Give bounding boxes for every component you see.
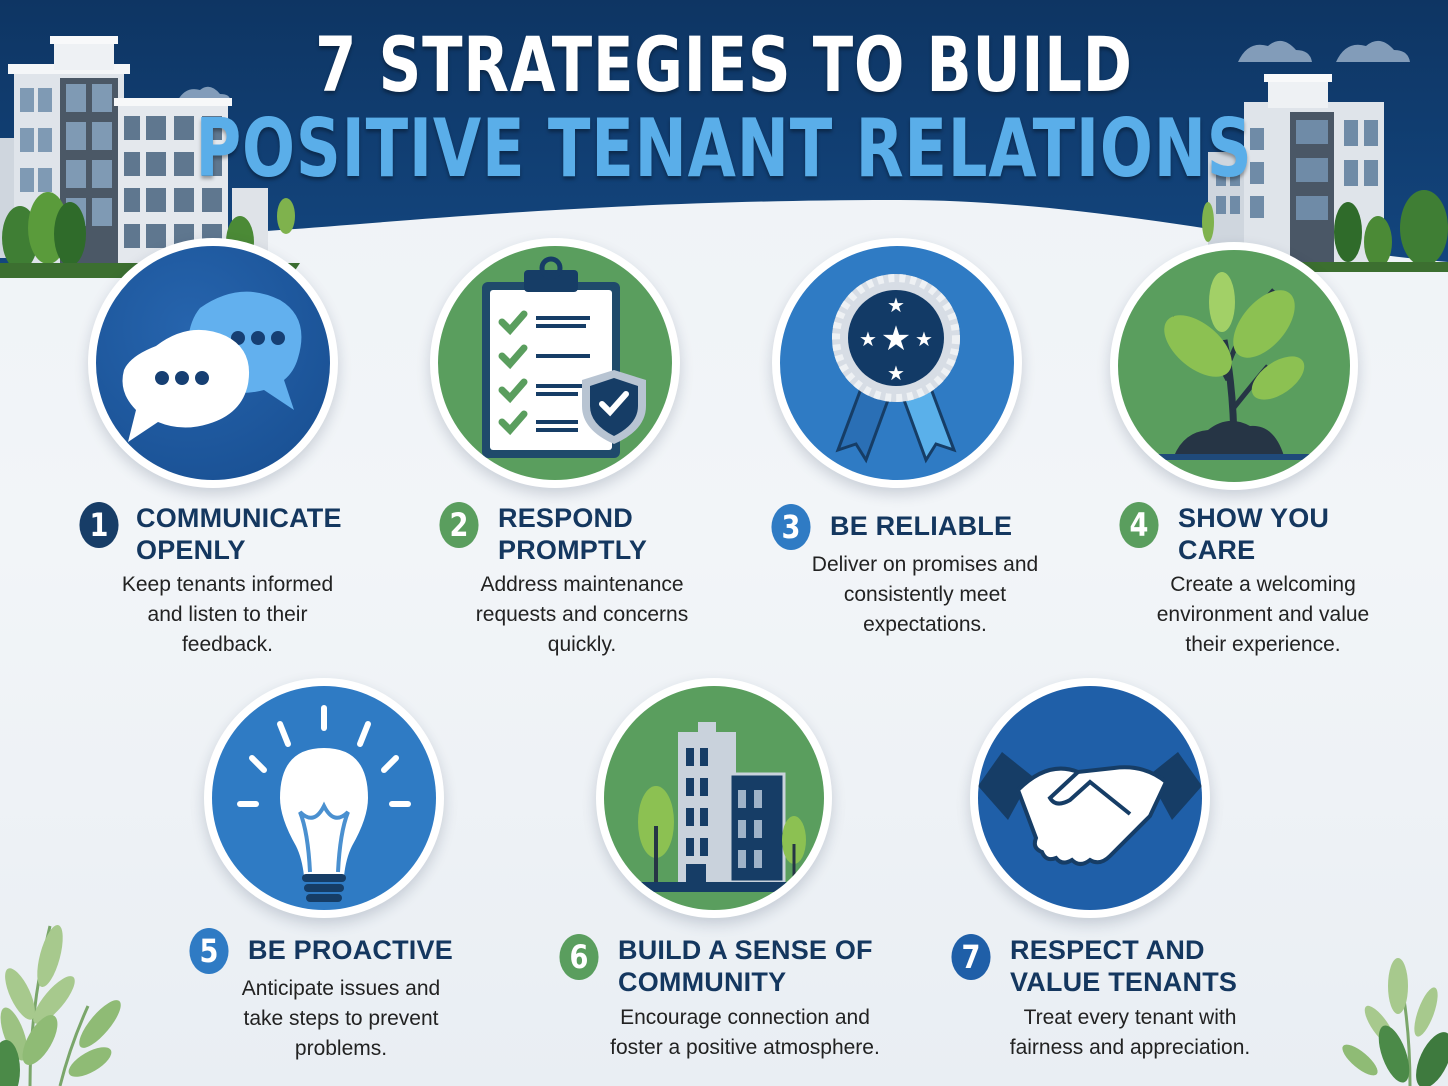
strategy-1-icon-badge: [88, 238, 338, 488]
strategy-5-description: Anticipate issues and take steps to prev…: [241, 977, 441, 1060]
strategy-7-title-line-2: VALUE TENANTS: [1010, 967, 1238, 997]
svg-text:★: ★: [887, 361, 905, 385]
strategy-5-heading: 5 BE PROACTIVE: [186, 928, 453, 974]
title-line-1: 7 STRATEGIES TO BUILD: [315, 20, 1133, 109]
strategy-1-description: Keep tenants informed and listen to thei…: [121, 573, 334, 656]
leaf-sprig-right-decoration: [1342, 958, 1448, 1086]
clipboard-checklist-shield-icon: [482, 256, 646, 458]
strategy-3-description: Deliver on promises and consistently mee…: [811, 553, 1039, 636]
strategy-7-number: 7: [951, 934, 991, 980]
svg-text:★: ★: [859, 327, 877, 351]
strategy-4-title-line-1: SHOW YOU: [1178, 503, 1330, 533]
svg-text:★: ★: [915, 327, 933, 351]
strategy-5-number: 5: [189, 928, 229, 974]
lightbulb-icon: [237, 705, 411, 902]
handshake-icon: [978, 752, 1202, 866]
strategy-7-description: Treat every tenant with fairness and app…: [1009, 1006, 1251, 1059]
strategy-4-icon-badge: [1110, 242, 1358, 490]
strategy-5-title-line-1: BE PROACTIVE: [248, 935, 453, 965]
sprout-plant-icon: [1158, 272, 1310, 460]
strategy-3-heading: 3 BE RELIABLE: [768, 504, 1012, 550]
strategy-7-icon-badge: [970, 678, 1210, 918]
chat-bubbles-icon: [122, 291, 302, 442]
strategy-4-title-line-2: CARE: [1178, 535, 1256, 565]
strategy-1-number: 1: [79, 502, 119, 548]
strategy-5-icon-badge: [204, 678, 444, 918]
strategy-2-number: 2: [439, 502, 479, 548]
strategy-6-title-line-1: BUILD A SENSE OF: [618, 935, 873, 965]
strategy-2-title-line-2: PROMPTLY: [498, 535, 648, 565]
strategy-2-icon-badge: [430, 238, 680, 488]
strategy-2-title-line-1: RESPOND: [498, 503, 633, 533]
title-line-2: POSITIVE TENANT RELATIONS: [195, 102, 1253, 195]
strategy-6-title-line-2: COMMUNITY: [618, 967, 787, 997]
strategy-4-number: 4: [1119, 502, 1159, 548]
strategy-3-number: 3: [771, 504, 811, 550]
strategy-4-description: Create a welcoming environment and value…: [1156, 573, 1370, 656]
leaf-sprig-left-decoration: [0, 924, 121, 1086]
strategy-7-heading: 7 RESPECT AND VALUE TENANTS: [948, 934, 1237, 998]
svg-text:★: ★: [887, 293, 905, 317]
strategy-7-title-line-1: RESPECT AND: [1010, 935, 1205, 965]
strategy-1-title-line-1: COMMUNICATE: [136, 503, 342, 533]
strategy-1-title-line-2: OPENLY: [136, 535, 246, 565]
strategy-1-heading: 1 COMMUNICATE OPENLY: [76, 502, 342, 566]
strategy-6-description: Encourage connection and foster a positi…: [610, 1006, 880, 1059]
svg-text:★: ★: [881, 319, 911, 359]
award-ribbon-icon: ★ ★ ★ ★ ★: [832, 274, 960, 464]
strategy-6-heading: 6 BUILD A SENSE OF COMMUNITY: [556, 934, 873, 998]
header-banner: [0, 0, 1448, 270]
strategy-3-icon-badge: ★ ★ ★ ★ ★: [772, 238, 1022, 488]
strategy-2-heading: 2 RESPOND PROMPTLY: [436, 502, 647, 566]
apartment-buildings-icon: [634, 722, 806, 892]
strategy-2-description: Address maintenance requests and concern…: [475, 573, 689, 656]
strategy-6-number: 6: [559, 934, 599, 980]
strategy-6-icon-badge: [596, 678, 832, 918]
strategy-4-heading: 4 SHOW YOU CARE: [1116, 502, 1329, 566]
strategy-3-title-line-1: BE RELIABLE: [830, 511, 1013, 541]
